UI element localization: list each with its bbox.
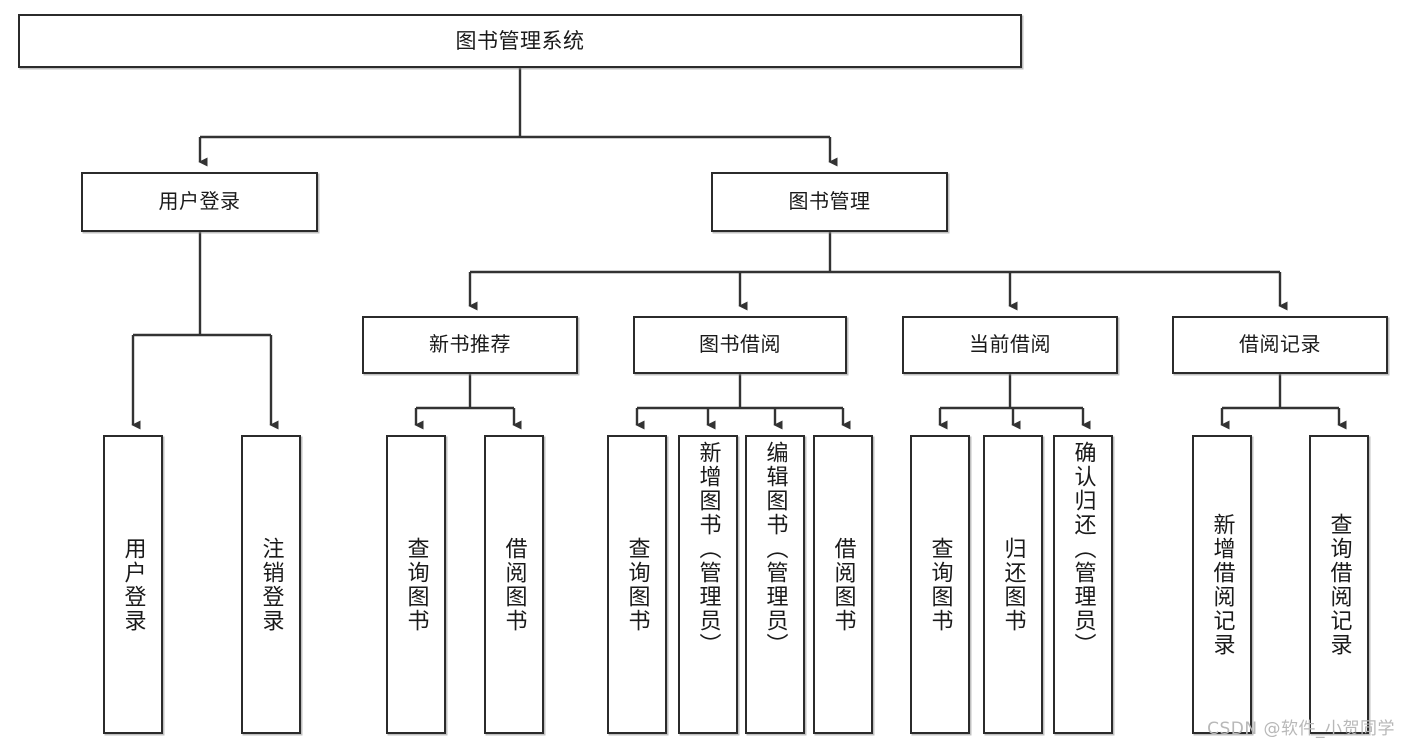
node-root[interactable]: 图书管理系统 xyxy=(18,14,1022,68)
node-label: 查询图书 xyxy=(403,536,429,633)
node-label: 归还图书 xyxy=(1000,536,1026,633)
node-label: 图书管理系统 xyxy=(455,28,585,53)
node-label: 编辑图书（管理员） xyxy=(762,441,788,657)
node-label: 查询图书 xyxy=(624,536,650,633)
node-label: 用户登录 xyxy=(158,189,241,214)
node-leaf-return-book[interactable]: 归还图书 xyxy=(983,435,1043,734)
node-label: 新增图书（管理员） xyxy=(695,441,721,657)
node-label: 借阅图书 xyxy=(501,536,527,633)
node-label: 借阅图书 xyxy=(830,536,856,633)
node-leaf-add-book[interactable]: 新增图书（管理员） xyxy=(678,435,738,734)
node-leaf-borrow-book[interactable]: 借阅图书 xyxy=(813,435,873,734)
node-leaf-user-login[interactable]: 用户登录 xyxy=(103,435,163,734)
node-borrow-record[interactable]: 借阅记录 xyxy=(1172,316,1388,374)
node-leaf-borrow-book-rec[interactable]: 借阅图书 xyxy=(484,435,544,734)
csdn-watermark: CSDN @软件_小贺同学 xyxy=(1207,719,1395,739)
node-label: 新增借阅记录 xyxy=(1209,512,1235,657)
node-label: 借阅记录 xyxy=(1239,332,1321,357)
node-leaf-add-borrow-record[interactable]: 新增借阅记录 xyxy=(1192,435,1252,734)
node-label: 用户登录 xyxy=(120,536,146,633)
node-book-manage[interactable]: 图书管理 xyxy=(711,172,948,232)
node-label: 当前借阅 xyxy=(969,332,1051,357)
node-label: 图书借阅 xyxy=(699,332,781,357)
node-new-book-recommend[interactable]: 新书推荐 xyxy=(362,316,578,374)
node-leaf-confirm-return[interactable]: 确认归还（管理员） xyxy=(1053,435,1113,734)
node-label: 注销登录 xyxy=(258,536,284,633)
node-label: 新书推荐 xyxy=(429,332,511,357)
node-label: 查询借阅记录 xyxy=(1326,512,1352,657)
node-leaf-query-book-current[interactable]: 查询图书 xyxy=(910,435,970,734)
node-leaf-edit-book[interactable]: 编辑图书（管理员） xyxy=(745,435,805,734)
node-leaf-user-logout[interactable]: 注销登录 xyxy=(241,435,301,734)
node-leaf-query-borrow-record[interactable]: 查询借阅记录 xyxy=(1309,435,1369,734)
node-label: 确认归还（管理员） xyxy=(1070,441,1096,657)
node-current-borrow[interactable]: 当前借阅 xyxy=(902,316,1118,374)
node-leaf-query-book-borrow[interactable]: 查询图书 xyxy=(607,435,667,734)
node-book-borrow[interactable]: 图书借阅 xyxy=(633,316,847,374)
node-user-login[interactable]: 用户登录 xyxy=(81,172,318,232)
node-label: 查询图书 xyxy=(927,536,953,633)
node-label: 图书管理 xyxy=(788,189,871,214)
node-leaf-query-book-rec[interactable]: 查询图书 xyxy=(386,435,446,734)
